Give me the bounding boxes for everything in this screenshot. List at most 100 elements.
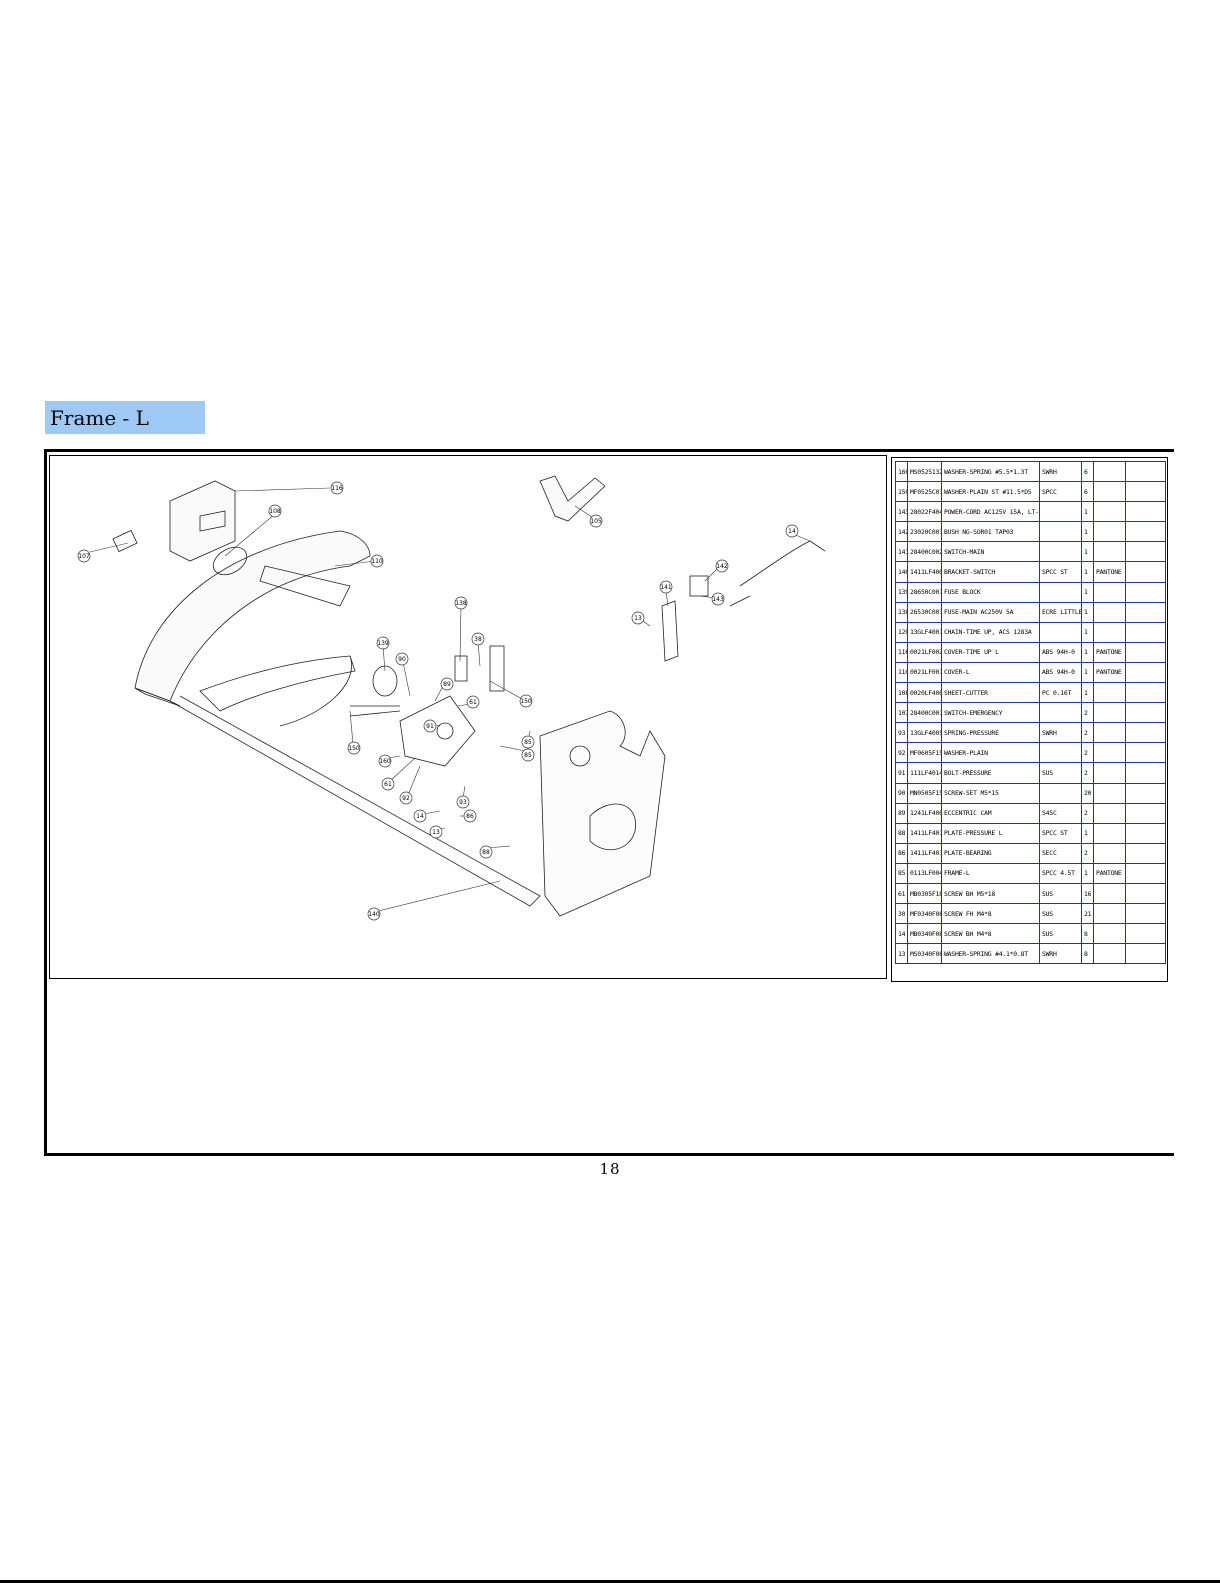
table-cell: 1 [1081,641,1094,663]
table-row: 13MS0340F0800WASHER-SPRING #4.1*0.8TSWRH… [895,943,1166,965]
callout-balloon [715,559,729,573]
callout-balloon [519,694,533,708]
table-cell [1093,882,1126,905]
table-cell: PANTONE 431C [1093,641,1126,663]
table-cell [1125,782,1166,804]
table-cell [1093,541,1126,563]
table-cell [1039,521,1082,543]
table-cell: PANTONE 421U [1093,862,1126,884]
table-cell [1093,621,1126,643]
callout-label: 140 [368,911,380,918]
parts-list-table: 160MS0525132WASHER-SPRING #5.5*1.3TSWRH6… [891,457,1168,982]
table-cell [1093,722,1126,744]
callout-label: 107 [78,553,90,560]
frame-l-exploded-view: 1161081071101051383815013990899161150160… [77,475,826,921]
table-cell [1125,601,1166,623]
table-cell [1125,862,1166,884]
callout-label: 61 [469,699,477,706]
table-cell [1125,661,1166,684]
table-cell: 85 [895,862,908,884]
table-cell: ABS 94H-0 [1039,641,1082,663]
table-cell [1125,882,1166,905]
table-cell [1125,722,1166,744]
table-cell: 108 [895,682,908,704]
table-cell: ECCENTRIC CAM [941,802,1040,824]
table-cell: 2 [1081,742,1094,764]
table-cell: 8 [1081,943,1094,965]
table-cell [1125,702,1166,724]
callout-label: 116 [331,485,343,492]
table-cell: 14 [895,923,908,945]
table-cell [1125,762,1166,784]
table-cell: BOLT-PRESSURE [941,762,1040,784]
table-cell: SWITCH-MAIN [941,541,1040,563]
table-cell [1125,561,1166,583]
table-cell: SPCC 4.5T [1039,862,1082,884]
callout-label: 89 [443,681,451,688]
callout-balloon [440,677,454,691]
table-cell: 21 [1081,903,1094,925]
table-cell: 1 [1081,682,1094,704]
table-cell: 28022F404A [907,501,942,523]
table-cell: 111LF4014A [907,762,942,784]
table-cell: WASHER-PLAIN [941,742,1040,764]
table-cell [1125,621,1166,643]
table-cell: 1411LF4015A [907,822,942,844]
table-cell: 26530C0019 [907,601,942,623]
table-cell: 1 [1081,501,1094,523]
table-cell: 140 [895,561,908,583]
table-cell: MF0525C015 [907,481,942,503]
table-cell: 16 [1081,882,1094,905]
callout-balloon [429,825,443,839]
table-cell [1125,581,1166,603]
table-row: 14328022F404APOWER-CORD AC125V 15A, LT-3… [895,501,1166,523]
table-cell [1093,762,1126,784]
table-cell: 0021LF0020A [907,641,942,663]
table-cell: 1241LF4004A [907,802,942,824]
table-cell: 0113LF0040A [907,862,942,884]
table-cell: 1 [1081,581,1094,603]
callout-label: 88 [482,849,490,856]
table-cell [1093,682,1126,704]
table-cell: ECRE LITTLE FUSE [1039,601,1082,623]
table-cell [1039,501,1082,523]
table-cell: 2 [1081,762,1094,784]
section-title: Frame - L [45,401,205,434]
table-cell: 1 [1081,541,1094,563]
callout-label: 86 [466,813,474,820]
table-cell: 13GLF40010 [907,621,942,643]
table-cell: 0021LF0011A [907,661,942,684]
callout-label: 141 [660,584,672,591]
callout-label: 93 [459,799,467,806]
parts-table: 160MS0525132WASHER-SPRING #5.5*1.3TSWRH6… [895,460,1166,965]
callout-balloon [463,809,477,823]
bottom-rule [0,1580,1220,1583]
table-cell [1093,581,1126,603]
table-cell: 91 [895,762,908,784]
table-cell: SECC [1039,842,1082,864]
callout-balloon [711,592,725,606]
callout-label: 92 [402,795,410,802]
table-cell [1093,782,1126,804]
callout-balloon [785,524,799,538]
table-cell [1093,702,1126,724]
table-cell: MS0340F0800 [907,943,942,965]
table-cell [1125,460,1166,483]
table-cell: PLATE-BEARING [941,842,1040,864]
callout-label: 142 [716,563,728,570]
table-cell: 28400C002A [907,541,942,563]
table-cell: PC 0.16T [1039,682,1082,704]
table-cell [1093,601,1126,623]
callout-balloon [659,580,673,594]
table-cell: 116 [895,641,908,663]
callout-balloon [466,695,480,709]
